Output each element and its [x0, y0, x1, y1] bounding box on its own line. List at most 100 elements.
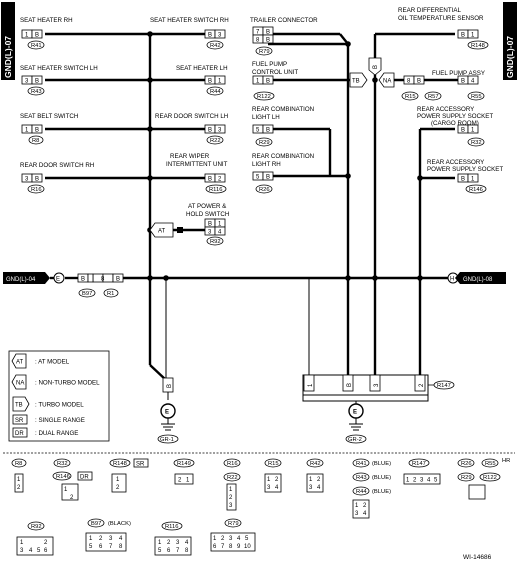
svg-text:R122: R122	[483, 475, 497, 481]
svg-text:REAR DOOR SWITCH LH: REAR DOOR SWITCH LH	[155, 113, 228, 120]
svg-text:(BLACK): (BLACK)	[108, 521, 131, 527]
svg-text:B: B	[208, 33, 212, 39]
svg-text:B: B	[81, 277, 85, 283]
thick-wires	[45, 32, 455, 385]
view-r42: R42 1 2 3 4	[306, 458, 324, 493]
svg-text:REAR COMBINATION: REAR COMBINATION	[252, 106, 314, 113]
legend: AT : AT MODEL NA : NON-TURBO MODEL TB : …	[8, 350, 110, 442]
svg-text:1: 1	[89, 536, 93, 542]
svg-text:SEAT HEATER SWITCH RH: SEAT HEATER SWITCH RH	[150, 17, 229, 24]
svg-text:E: E	[353, 410, 357, 416]
svg-text:SR: SR	[15, 418, 24, 424]
svg-text:LIGHT RH: LIGHT RH	[252, 161, 281, 168]
svg-text:SEAT BELT SWITCH: SEAT BELT SWITCH	[20, 113, 78, 120]
seat-heater-rh: SEAT HEATER RH 1 B R41	[20, 17, 73, 50]
svg-text:3: 3	[176, 540, 180, 546]
svg-text:REAR DOOR SWITCH RH: REAR DOOR SWITCH RH	[20, 162, 94, 169]
svg-text:1: 1	[218, 222, 222, 228]
svg-text:3: 3	[267, 485, 271, 491]
svg-text:2: 2	[413, 478, 417, 484]
svg-text:R8: R8	[32, 138, 39, 144]
svg-text:2: 2	[275, 477, 279, 483]
svg-text:6: 6	[99, 544, 103, 550]
svg-text:8: 8	[185, 548, 189, 554]
svg-text:CONTROL UNIT: CONTROL UNIT	[252, 69, 298, 76]
svg-text:E: E	[56, 277, 60, 283]
svg-text:6: 6	[213, 544, 217, 550]
svg-text:B: B	[461, 177, 465, 183]
svg-text:1: 1	[309, 477, 313, 483]
svg-text:SEAT HEATER RH: SEAT HEATER RH	[20, 17, 73, 24]
svg-text:1: 1	[64, 487, 68, 493]
svg-text:R147: R147	[412, 461, 426, 467]
view-r8: R8 1 2	[11, 458, 27, 493]
svg-text:R32: R32	[57, 461, 68, 467]
svg-text:GND(L)-07: GND(L)-07	[505, 36, 515, 78]
svg-text:B97: B97	[82, 291, 92, 297]
svg-text:B: B	[461, 33, 465, 39]
svg-text:TB: TB	[352, 79, 360, 85]
svg-text:5: 5	[434, 478, 438, 484]
svg-text:R43: R43	[31, 89, 42, 95]
view-r15: R15 1 2 3 4	[264, 458, 282, 493]
seat-heater-lh: SEAT HEATER LH B 1 R44	[176, 65, 228, 96]
view-r149: R149 2 1	[173, 458, 195, 485]
svg-text:2: 2	[229, 495, 233, 501]
svg-text:1: 1	[218, 79, 222, 85]
right-side-tab: GND(L)-07	[503, 2, 517, 80]
svg-text:B: B	[208, 79, 212, 85]
svg-text:R32: R32	[471, 140, 482, 146]
figure-code: WI-14686	[463, 554, 492, 561]
svg-text:R92: R92	[31, 524, 42, 530]
svg-text:R16: R16	[31, 187, 42, 193]
svg-text:4: 4	[218, 230, 222, 236]
svg-text:OIL TEMPERATURE SENSOR: OIL TEMPERATURE SENSOR	[398, 15, 484, 22]
svg-text:R43: R43	[356, 475, 367, 481]
svg-text:HR: HR	[502, 458, 510, 464]
view-r41-r43-r44: R41 (BLUE) R43 (BLUE) R44 (BLUE) 1 2 3 4	[352, 458, 391, 519]
svg-text:LIGHT LH: LIGHT LH	[252, 114, 280, 121]
svg-text:5: 5	[37, 548, 41, 554]
svg-text:3: 3	[355, 511, 359, 517]
view-r116: R116 1 2 3 4 5 6 7 8	[154, 521, 192, 556]
svg-text:B: B	[266, 175, 270, 181]
svg-text:B: B	[167, 384, 173, 388]
rear-differential-oil-temp-sensor: REAR DIFFERENTIAL OIL TEMPERATURE SENSOR…	[398, 7, 489, 50]
svg-text:1: 1	[20, 540, 24, 546]
svg-text:SEAT HEATER SWITCH LH: SEAT HEATER SWITCH LH	[20, 65, 98, 72]
svg-text:: TURBO MODEL: : TURBO MODEL	[35, 402, 84, 409]
svg-text:POWER SUPPLY SOCKET: POWER SUPPLY SOCKET	[427, 166, 503, 173]
svg-text:4: 4	[471, 79, 475, 85]
svg-text:B: B	[35, 33, 39, 39]
svg-text:2: 2	[17, 485, 21, 491]
svg-text:6: 6	[167, 548, 171, 554]
svg-text:REAR COMBINATION: REAR COMBINATION	[252, 153, 314, 160]
svg-text:2: 2	[167, 540, 171, 546]
svg-text:4: 4	[363, 511, 367, 517]
svg-text:4: 4	[29, 548, 33, 554]
svg-text:1: 1	[308, 383, 314, 387]
svg-text:R57: R57	[428, 94, 439, 100]
svg-text:3: 3	[109, 536, 113, 542]
svg-text:1: 1	[256, 79, 260, 85]
svg-text:: DUAL RANGE: : DUAL RANGE	[35, 430, 78, 437]
svg-text:R22: R22	[227, 475, 238, 481]
svg-text:2: 2	[99, 536, 103, 542]
svg-text:R148: R148	[113, 461, 127, 467]
svg-text:2: 2	[44, 540, 48, 546]
svg-text:GND(L)-04: GND(L)-04	[6, 277, 36, 283]
svg-text:8: 8	[256, 38, 260, 44]
svg-text:1: 1	[25, 33, 29, 39]
svg-text:1: 1	[471, 128, 475, 134]
view-r148: R148 SR 1 2	[109, 458, 149, 493]
svg-text:(BLUE): (BLUE)	[372, 475, 391, 481]
na-tag	[378, 72, 395, 88]
ground-gr1: B E GR-1	[157, 377, 179, 444]
svg-text:B: B	[347, 383, 353, 387]
svg-text:4: 4	[427, 478, 431, 484]
trailer-connector: TRAILER CONNECTOR 7 B 8 B R79	[250, 17, 318, 56]
svg-text:R26: R26	[259, 187, 270, 193]
svg-text:R149: R149	[177, 461, 191, 467]
svg-text:R148: R148	[471, 43, 485, 49]
